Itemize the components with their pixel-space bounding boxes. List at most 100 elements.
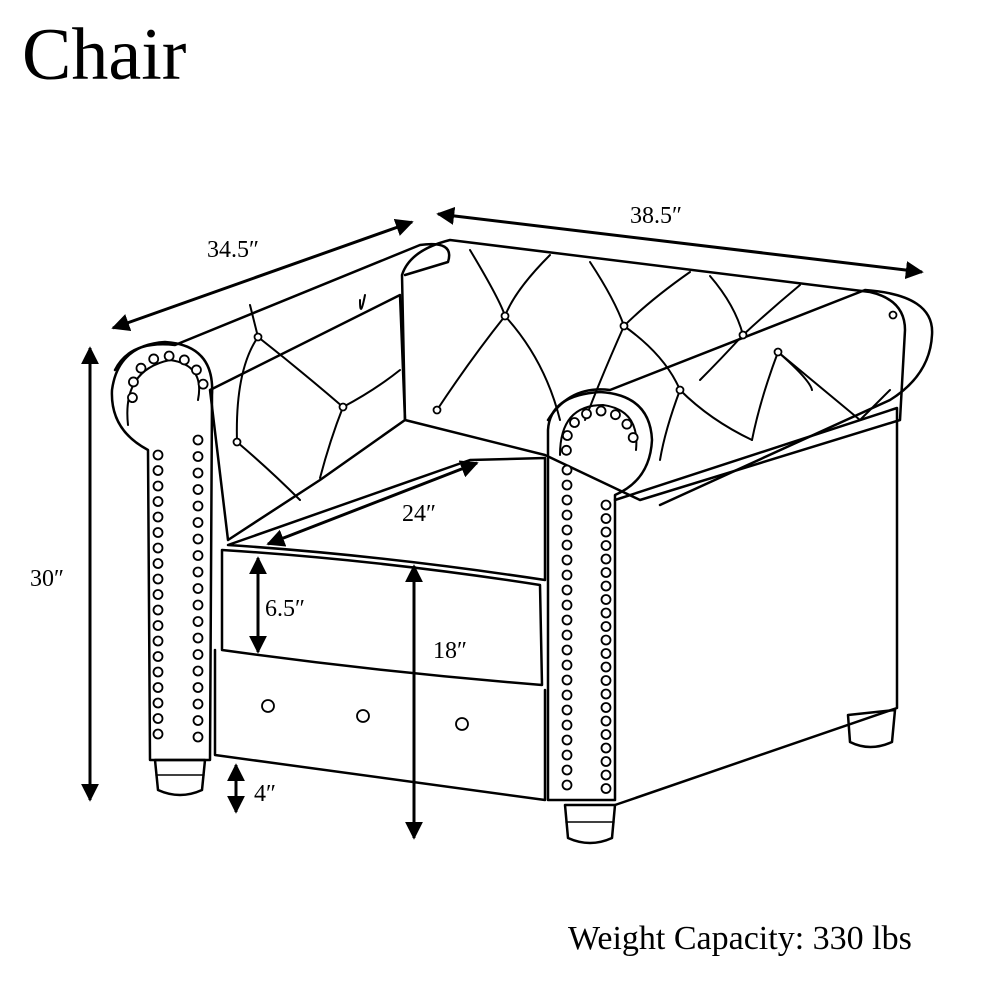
nailhead-stud [610, 409, 621, 421]
tuft-button [738, 330, 748, 340]
nailhead-stud [600, 567, 612, 578]
tuft-button [432, 405, 442, 415]
nailhead-stud [561, 764, 573, 776]
nailhead-stud [561, 599, 573, 611]
nailhead-stud [192, 484, 204, 495]
depth-label: 34.5″ [207, 237, 259, 263]
nailhead-stud [600, 729, 612, 740]
nailhead-stud [600, 634, 612, 646]
nailhead-stud [561, 629, 573, 641]
nailhead-stud [600, 526, 612, 538]
base-button [261, 699, 275, 713]
nailhead-stud [152, 728, 164, 740]
nailhead-stud [192, 517, 204, 528]
nailhead-stud [152, 465, 164, 476]
left-leg [153, 758, 207, 797]
base-button [455, 717, 469, 731]
nailhead-stud [627, 432, 639, 443]
nailhead-stud [561, 509, 573, 521]
nailhead-stud [152, 682, 164, 693]
nailhead-stud [192, 500, 204, 512]
nailhead-stud [600, 756, 612, 767]
seat-depth-label: 24″ [402, 501, 436, 527]
tuft-button [500, 311, 510, 321]
nailhead-stud [561, 464, 573, 476]
nailhead-stud [152, 620, 164, 631]
left-arm-tufting [235, 294, 401, 501]
nailhead-stud [600, 688, 612, 700]
nailhead-stud [152, 666, 164, 678]
nailhead-stud [561, 614, 573, 626]
nailhead-stud [152, 496, 164, 507]
nailhead-stud [152, 480, 164, 492]
nailhead-stud [561, 749, 573, 761]
nailhead-stud [600, 742, 612, 754]
nailhead-stud [192, 632, 204, 644]
nailhead-stud [191, 364, 202, 376]
depth-arrow [111, 218, 414, 332]
right-arm-top [546, 288, 934, 507]
back-leg [846, 708, 897, 749]
nailhead-stud [600, 607, 612, 619]
nailhead-stud [561, 659, 573, 671]
nailhead-stud [192, 665, 204, 677]
width-label: 38.5″ [630, 203, 682, 229]
nailhead-stud [152, 713, 164, 724]
nailhead-stud [561, 779, 573, 791]
leg-height-label: 4″ [254, 781, 276, 807]
nailhead-stud [561, 494, 573, 506]
cushion-thickness-label: 6.5″ [265, 596, 305, 622]
nailhead-stud [561, 539, 573, 551]
nailhead-stud [192, 434, 204, 446]
nailhead-stud [192, 616, 204, 627]
nailhead-stud [152, 604, 164, 616]
nailhead-stud [197, 378, 209, 390]
nailhead-studs [127, 310, 898, 794]
nailhead-stud [600, 594, 612, 605]
nailhead-stud [192, 533, 204, 545]
left-arm-top [113, 242, 451, 372]
nailhead-stud [178, 354, 190, 366]
nailhead-stud [600, 648, 612, 659]
nailhead-stud [152, 449, 164, 461]
nailhead-stud [192, 599, 204, 611]
nailhead-stud [192, 731, 204, 743]
nailhead-stud [152, 511, 164, 523]
nailhead-stud [561, 569, 573, 581]
nailhead-stud [127, 392, 138, 404]
nailhead-stud [152, 635, 164, 647]
page-title: Chair [22, 14, 187, 96]
tuft-button [232, 437, 242, 447]
nailhead-stud [152, 651, 164, 662]
right-arm-front [546, 390, 654, 802]
nailhead-stud [600, 580, 612, 592]
nailhead-stud [561, 444, 572, 456]
nailhead-stud [561, 584, 573, 596]
nailhead-stud [561, 674, 573, 686]
nailhead-stud [192, 550, 204, 561]
nailhead-stud [152, 697, 164, 709]
nailhead-stud [600, 499, 612, 511]
nailhead-stud [569, 417, 580, 428]
tuft-button [888, 310, 898, 320]
nailhead-stud [192, 715, 204, 726]
base-button [356, 709, 370, 723]
nailhead-stud [595, 405, 607, 417]
nailhead-stud [192, 698, 204, 710]
nailhead-stud [600, 513, 612, 524]
seat-cushion-top [226, 456, 547, 582]
nailhead-stud [561, 430, 573, 441]
nailhead-stud [561, 689, 573, 701]
nailhead-stud [561, 644, 573, 656]
right-arm-tufting [659, 351, 891, 461]
seat-height-label: 18″ [433, 638, 467, 664]
nailhead-stud [600, 621, 612, 632]
nailhead-stud [561, 704, 573, 716]
seat-cushion-front [220, 548, 544, 687]
nailhead-stud [192, 566, 204, 578]
nailhead-stud [561, 479, 573, 491]
nailhead-stud [192, 682, 204, 693]
nailhead-stud [152, 573, 164, 585]
nailhead-stud [600, 661, 612, 673]
